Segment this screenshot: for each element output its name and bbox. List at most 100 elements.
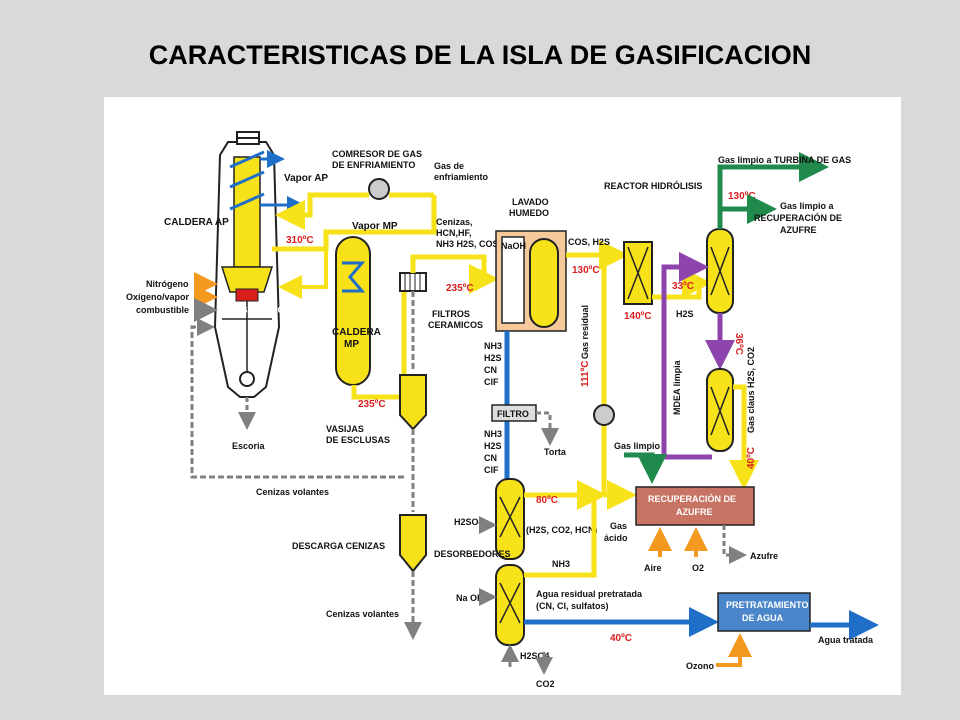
- vapor-mp-line: [278, 232, 328, 299]
- label-cenizas: Cenizas,: [436, 217, 473, 227]
- label-vapor-mp: Vapor MP: [352, 221, 398, 232]
- recuperacion-box: [635, 486, 755, 526]
- label-gas-limpio-rec-2: RECUPERACIÓN DE: [754, 212, 842, 223]
- label-nh3-cn-1c: CN: [484, 365, 497, 375]
- label-gas-enfriamiento: Gas de: [434, 161, 464, 171]
- cooling-gas-line-2: [275, 192, 369, 230]
- label-gas-limpio: Gas limpio: [614, 441, 661, 451]
- label-desorbedores: DESORBEDORES: [434, 549, 511, 559]
- label-compressor-2: DE ENFRIAMIENTO: [332, 160, 415, 170]
- label-gas-limpio-turbina: Gas limpio a TURBINA DE GAS: [718, 155, 851, 165]
- label-agua-tratada: Agua tratada: [818, 635, 874, 645]
- label-cenizas-volantes-1: Cenizas volantes: [256, 487, 329, 497]
- temp-235-a: 235ºC: [446, 283, 474, 294]
- ceramic-filters: [399, 272, 427, 292]
- vasija-vessel: [399, 374, 427, 431]
- naoh-tank: [501, 236, 525, 324]
- label-lavado-2: HUMEDO: [509, 208, 549, 218]
- label-gasificador: GASIFICADOR: [228, 305, 292, 315]
- label-gas-enfriamiento-2: enfriamiento: [434, 172, 489, 182]
- label-ozono: Ozono: [686, 661, 714, 671]
- temp-40-a: 40ºC: [746, 447, 757, 469]
- regenerator-x: [710, 386, 730, 436]
- temp-33: 33ºC: [672, 281, 694, 292]
- label-caldera-ap: CALDERA AP: [164, 217, 229, 228]
- label-nh3-cn-1d: ClF: [484, 377, 499, 387]
- label-nh3-cn-2b: H2S: [484, 441, 502, 451]
- pretratamiento-box: [717, 592, 811, 632]
- temp-130-b: 130ºC: [728, 191, 756, 202]
- label-gas-acido-2: ácido: [604, 533, 628, 543]
- label-gas-acido: Gas: [610, 521, 627, 531]
- absorber-x: [710, 246, 730, 296]
- label-torta: Torta: [544, 447, 567, 457]
- label-nh3-cn-2c: CN: [484, 453, 497, 463]
- torta-line: [536, 411, 559, 446]
- label-cenizas-3: NH3 H2S, COS: [436, 239, 499, 249]
- label-recuperacion: RECUPERACIÓN DE: [648, 493, 736, 504]
- nh3-out: [524, 495, 597, 578]
- label-nitrogeno: Nitrógeno: [146, 279, 189, 289]
- slide-title: CARACTERISTICAS DE LA ISLA DE GASIFICACI…: [148, 40, 812, 70]
- label-naoh: NaOH: [501, 241, 526, 251]
- gas-to-wash: [410, 254, 499, 294]
- label-cenizas-2: HCN,HF,: [436, 228, 472, 238]
- label-gas-residual: Gas residual: [580, 305, 590, 359]
- label-recuperacion-2: AZUFRE: [676, 507, 713, 517]
- label-nh3-cn-2d: ClF: [484, 465, 499, 475]
- gas-limpio-line: [624, 452, 667, 484]
- label-mdea: MDEA limpia: [672, 359, 682, 415]
- label-pretratamiento: PRETRATAMIENTO: [726, 600, 809, 610]
- label-naoh-2: Na OH: [456, 593, 484, 603]
- label-agua-residual-2: (CN, Cl, sulfatos): [536, 601, 609, 611]
- label-filtro: FILTRO: [497, 409, 529, 419]
- label-gas-limpio-rec-3: AZUFRE: [780, 225, 817, 235]
- label-pretratamiento-2: DE AGUA: [742, 613, 784, 623]
- temp-140: 140ºC: [624, 311, 652, 322]
- temp-40-b: 40ºC: [610, 633, 632, 644]
- label-oxigeno: Oxígeno/vapor: [126, 292, 190, 302]
- label-nh3-cn-1: NH3: [484, 341, 502, 351]
- claus-gas-line: [729, 384, 759, 490]
- compressor-icon: [368, 178, 390, 200]
- label-vasijas-2: DE ESCLUSAS: [326, 435, 390, 445]
- label-nh3: NH3: [552, 559, 570, 569]
- scrubber-vessel: [529, 238, 559, 328]
- desorber-2-x: [499, 582, 521, 624]
- label-nh3-cn-1b: H2S: [484, 353, 502, 363]
- label-h2so4-1: H2SO4: [454, 517, 484, 527]
- label-vapor-ap: Vapor AP: [284, 173, 328, 184]
- label-co2: CO2: [536, 679, 555, 689]
- descarga-vessel: [399, 514, 427, 573]
- mdea-loop: [661, 252, 712, 460]
- reactor-x: [627, 246, 649, 300]
- label-reactor: REACTOR HIDRÓLISIS: [604, 180, 702, 191]
- temp-235-b: 235ºC: [358, 399, 386, 410]
- label-h2so4-2: H2SO4: [520, 651, 550, 661]
- temp-36: 36ºC: [733, 333, 744, 355]
- label-gas-limpio-rec: Gas limpio a: [780, 201, 835, 211]
- process-diagram: Vapor AP CALDERA AP GASIFICADOR COMRESOR…: [104, 97, 901, 695]
- temp-111: 111ºC: [580, 361, 591, 387]
- label-descarga: DESCARGA CENIZAS: [292, 541, 385, 551]
- reactor-out: [652, 268, 712, 300]
- label-o2: O2: [692, 563, 704, 573]
- ozono-in: [716, 633, 752, 667]
- residual-compressor-icon: [593, 404, 615, 426]
- desorber-1-x: [499, 496, 521, 538]
- label-cenizas-volantes-2: Cenizas volantes: [326, 609, 399, 619]
- label-agua-residual: Agua residual pretratada: [536, 589, 643, 599]
- label-combustible: combustible: [136, 305, 189, 315]
- label-h2s-co2-hcn: (H2S, CO2, HCN): [526, 525, 598, 535]
- desorber-1: [495, 478, 525, 560]
- temp-310: 310ºC: [286, 235, 314, 246]
- label-vasijas: VASIJAS: [326, 424, 364, 434]
- gas-from-mp: [351, 277, 407, 400]
- label-nh3-cn-2: NH3: [484, 429, 502, 439]
- caldera-mp-vessel: [335, 236, 371, 386]
- gasifier-vessel: [213, 131, 281, 398]
- label-compressor: COMRESOR DE GAS: [332, 149, 422, 159]
- label-filtros-2: CERAMICOS: [428, 320, 483, 330]
- label-gas-claus: Gas claus H2S, CO2: [746, 347, 756, 433]
- temp-130-a: 130ºC: [572, 265, 600, 276]
